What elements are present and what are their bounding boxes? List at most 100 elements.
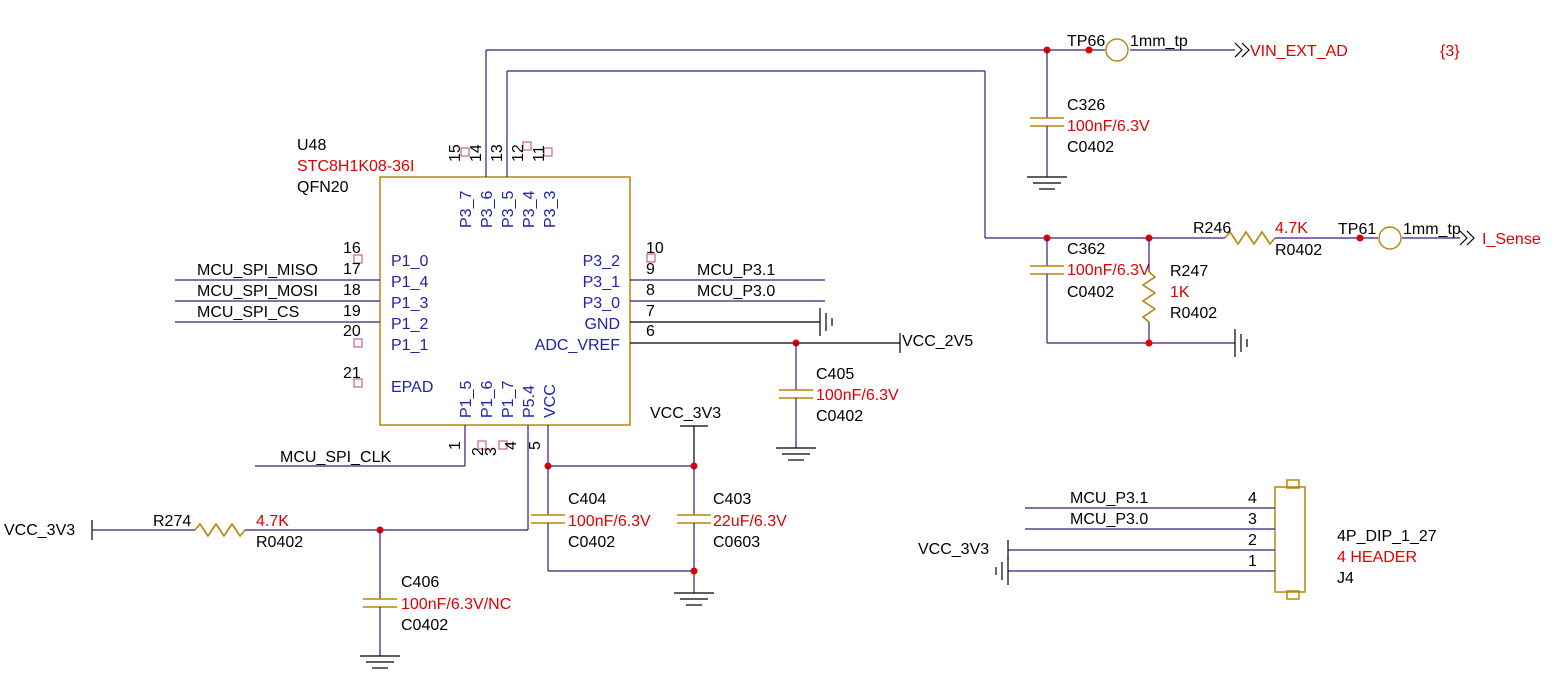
net-label-vcc-3v3-left: VCC_3V3 [4, 522, 75, 539]
r274-pkg: R0402 [256, 534, 303, 551]
j4-value: 4 HEADER [1337, 549, 1417, 566]
u48-pin-11-num: 11 [531, 145, 548, 162]
tp61-circle[interactable] [1378, 226, 1402, 250]
u48-pin-17-num: 17 [343, 261, 361, 278]
c404-value: 100nF/6.3V [568, 513, 651, 530]
u48-left-pins: 16 17 18 19 20 21 P1_0 P1_4 P1_3 P1_2 P1… [175, 240, 433, 396]
u48-pin-14-num: 14 [468, 144, 485, 162]
u48-pin-13-num: 13 [489, 144, 506, 162]
u48-pin-15-num: 15 [447, 144, 464, 162]
r247-body [1141, 271, 1157, 323]
c403-value: 22uF/6.3V [713, 513, 787, 530]
c405-ref: C405 [816, 366, 854, 383]
u48-pin-p3_0: P3_0 [583, 295, 620, 312]
u48-pin-12-num: 12 [510, 144, 527, 162]
u48-pin-p1_3: P1_3 [391, 295, 428, 312]
net-label-spi-miso: MCU_SPI_MISO [197, 262, 318, 279]
net-label-vcc-3v3-j4: VCC_3V3 [918, 541, 989, 558]
c404-ref: C404 [568, 491, 606, 508]
tp61-value: 1mm_tp [1403, 221, 1461, 238]
u48-pin-p3_1: P3_1 [583, 274, 620, 291]
u48-pin-9-num: 9 [646, 261, 655, 278]
c406-ref: C406 [401, 574, 439, 591]
r274-ref: R274 [153, 513, 191, 530]
u48-pin-gnd: GND [584, 316, 620, 333]
net-label-i-sense: I_Sense [1482, 231, 1541, 248]
c362-value: 100nF/6.3V [1067, 262, 1150, 279]
u48-pin-5-num: 5 [527, 441, 544, 450]
net-label-vcc-2v5: VCC_2V5 [902, 333, 973, 350]
u48-pin-p3_3: P3_3 [542, 191, 559, 228]
u48-pin-p1_2: P1_2 [391, 316, 428, 333]
r246-ref: R246 [1193, 220, 1231, 237]
sheet-ref: {3} [1440, 43, 1460, 60]
u48-pin-10-num: 10 [646, 240, 664, 257]
tp61-ref: TP61 [1338, 221, 1376, 238]
net-label-p30-right: MCU_P3.0 [697, 283, 775, 300]
j4-pin-4-num: 4 [1248, 490, 1257, 507]
net-label-spi-cs: MCU_SPI_CS [197, 304, 299, 321]
j4-part: 4P_DIP_1_27 [1337, 528, 1437, 545]
net-label-spi-mosi: MCU_SPI_MOSI [197, 283, 318, 300]
j4-body[interactable] [1274, 486, 1306, 593]
j4-pin-1-num: 1 [1248, 553, 1257, 570]
net-label-vin-ext-ad: VIN_EXT_AD [1250, 43, 1348, 60]
j4-pin-3-num: 3 [1248, 511, 1257, 528]
c405-section: C405 100nF/6.3V C0402 [776, 339, 899, 461]
net-label-p31-j4: MCU_P3.1 [1070, 490, 1148, 507]
c326-pkg: C0402 [1067, 139, 1114, 156]
r246-pkg: R0402 [1275, 242, 1322, 259]
c404-pkg: C0402 [568, 534, 615, 551]
c326-value: 100nF/6.3V [1067, 118, 1150, 135]
c406-pkg: C0402 [401, 617, 448, 634]
u48-pin-p3_4: P3_4 [521, 191, 538, 228]
c362-ref: C362 [1067, 241, 1105, 258]
u48-pin-8-num: 8 [646, 282, 655, 299]
r246-value: 4.7K [1275, 220, 1308, 237]
u48-top-pins: 15 14 13 12 11 P3_7 P3_6 P3_5 P3_4 P3_3 [447, 50, 559, 228]
u48-pin-3-num: 3 [483, 447, 500, 456]
u48-pin-21-num: 21 [343, 365, 361, 382]
u48-pin-p3_2: P3_2 [583, 253, 620, 270]
net-label-p31-right: MCU_P3.1 [697, 262, 775, 279]
u48-pin-18-num: 18 [343, 282, 361, 299]
u48-part: STC8H1K08-36I [297, 158, 414, 175]
u48-package: QFN20 [297, 179, 349, 196]
u48-pin-p1_4: P1_4 [391, 274, 428, 291]
vin-ext-ad-port-arrow [1234, 42, 1250, 58]
vin-ext-ad-section: TP66 1mm_tp VIN_EXT_AD {3} C326 100nF/6.… [486, 33, 1460, 190]
vcc-decoupling-section: VCC_3V3 C404 100nF/6.3V C0402 C403 22uF/… [531, 405, 787, 606]
u48-pin-20-num: 20 [343, 323, 361, 340]
u48-pin-p1_5: P1_5 [458, 381, 475, 418]
u48-pin-1-num: 1 [447, 441, 464, 450]
r274-body [194, 522, 246, 538]
net-label-spi-clk: MCU_SPI_CLK [280, 449, 391, 466]
u48-pin-7-num: 7 [646, 303, 655, 320]
u48-pin-p5_4: P5.4 [521, 385, 538, 418]
c405-value: 100nF/6.3V [816, 387, 899, 404]
u48-pin-2-num: 2 [470, 447, 487, 456]
u48-pin-adc-vref: ADC_VREF [535, 337, 621, 354]
c406-value: 100nF/6.3V/NC [401, 596, 511, 613]
c403-pkg: C0603 [713, 534, 760, 551]
u48-pin-epad: EPAD [391, 379, 433, 396]
u48-pin-16-num: 16 [343, 240, 361, 257]
r247-pkg: R0402 [1170, 305, 1217, 322]
u48-pin-p1_6: P1_6 [479, 381, 496, 418]
u48-pin-4-num: 4 [503, 441, 520, 450]
u48-pin-p3_5: P3_5 [500, 191, 517, 228]
u48-pin-p3_7: P3_7 [458, 191, 475, 228]
u48-ref: U48 [297, 137, 326, 154]
net-label-vcc-3v3-top: VCC_3V3 [650, 405, 721, 422]
r274-c406-section: VCC_3V3 R274 4.7K R0402 C406 100nF/6.3V/… [4, 513, 528, 669]
tp66-circle[interactable] [1105, 38, 1129, 62]
u48-pin-p1_1: P1_1 [391, 337, 428, 354]
r274-value: 4.7K [256, 513, 289, 530]
u48-pin-6-num: 6 [646, 323, 655, 340]
u48-pin-p1_0: P1_0 [391, 253, 428, 270]
tp66-ref: TP66 [1067, 33, 1105, 50]
u48-pin-vcc: VCC [542, 384, 559, 418]
c362-pkg: C0402 [1067, 284, 1114, 301]
u48-right-pins: 10 9 8 7 6 P3_2 P3_1 P3_0 GND ADC_VREF M… [535, 240, 974, 354]
